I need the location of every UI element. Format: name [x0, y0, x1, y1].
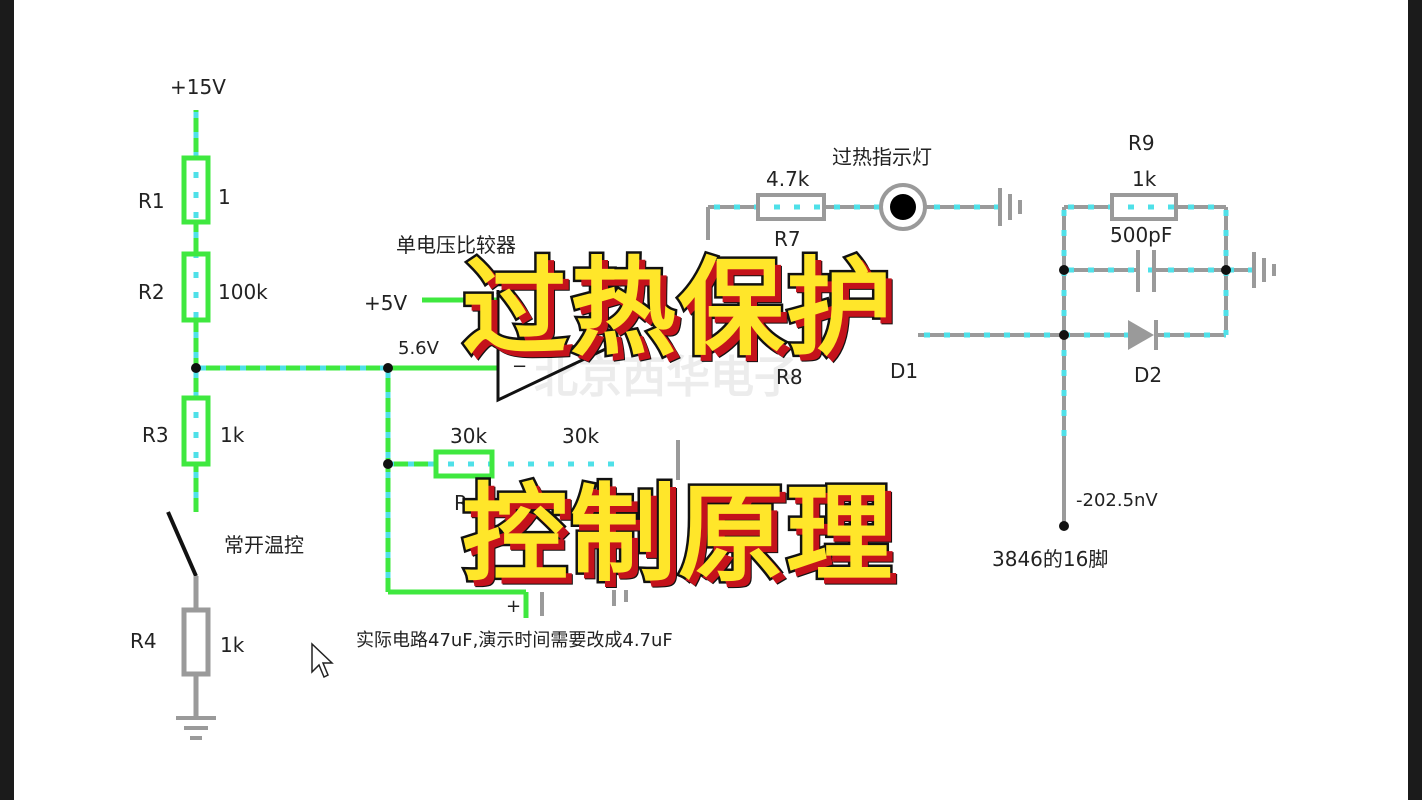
junction-dot	[1221, 265, 1231, 275]
junction-dot	[1059, 330, 1069, 340]
video-title-line-1: 过热保护	[460, 245, 895, 373]
resistor-r3	[181, 395, 211, 467]
r3-label: R3	[142, 423, 169, 447]
r8-label: R8	[776, 365, 803, 389]
switch-label: 常开温控	[224, 533, 304, 557]
d1-label: D1	[890, 359, 918, 383]
junction-dot	[383, 459, 393, 469]
capacitor-value: 500pF	[1110, 223, 1172, 247]
junction-dot	[1059, 265, 1069, 275]
r30k-a-value: 30k	[450, 424, 487, 448]
video-title-line-2: 控制原理	[460, 471, 895, 599]
supply-label: +15V	[170, 75, 226, 99]
comparator	[496, 290, 615, 403]
schematic-canvas: 北京西华电子	[14, 0, 1408, 800]
capacitor-note: 实际电路47uF,演示时间需要改成4.7uF	[356, 630, 673, 651]
resistor-r7	[756, 193, 826, 221]
diode-d2	[1128, 320, 1158, 350]
r2-value: 100k	[218, 280, 268, 304]
resistor-30k-a	[433, 449, 495, 479]
resistor-r2	[181, 251, 211, 323]
r7-value: 4.7k	[766, 167, 810, 191]
r4-label: R4	[130, 629, 157, 653]
r9-label: R9	[1128, 131, 1155, 155]
r1-label: R1	[138, 189, 165, 213]
pin-label: 3846的16脚	[992, 547, 1108, 571]
probe-point	[1059, 521, 1069, 531]
thermostat-switch	[166, 511, 198, 577]
r7-label: R7	[774, 227, 801, 251]
ground-symbol-right	[1252, 252, 1276, 288]
ground-symbol-left	[176, 716, 216, 740]
comparator-title: 单电压比较器	[396, 233, 516, 257]
comp-plus-label: +	[506, 596, 521, 617]
ground-symbol-lamp	[998, 188, 1022, 226]
resistor-r4	[181, 607, 211, 677]
right-network-wires	[918, 205, 1254, 526]
r-partial-label: R	[454, 491, 468, 515]
r30k-b-value: 30k	[562, 424, 599, 448]
lamp-core	[890, 194, 916, 220]
junction-dot	[383, 363, 393, 373]
comp-minus-label: −	[512, 356, 527, 377]
resistor-r9	[1110, 193, 1178, 221]
node-voltage: 5.6V	[398, 338, 440, 359]
r1-value: 1	[218, 185, 231, 209]
lamp-label: 过热指示灯	[832, 145, 932, 169]
r2-label: R2	[138, 280, 165, 304]
lower-circuit-wires	[540, 440, 680, 616]
circuit-schematic: 北京西华电子	[130, 75, 1276, 740]
d2-label: D2	[1134, 363, 1162, 387]
r3-value: 1k	[220, 423, 245, 447]
mouse-cursor-icon	[311, 642, 334, 679]
resistor-r1	[181, 155, 211, 225]
capacitor-500pf	[1136, 250, 1156, 292]
r9-value: 1k	[1132, 167, 1157, 191]
r4-value: 1k	[220, 633, 245, 657]
plus5v-label: +5V	[364, 291, 407, 315]
right-network-dots	[924, 204, 1254, 440]
probe-voltage: -202.5nV	[1076, 490, 1158, 511]
current-flow-dots	[193, 112, 614, 592]
junction-dot	[191, 363, 201, 373]
